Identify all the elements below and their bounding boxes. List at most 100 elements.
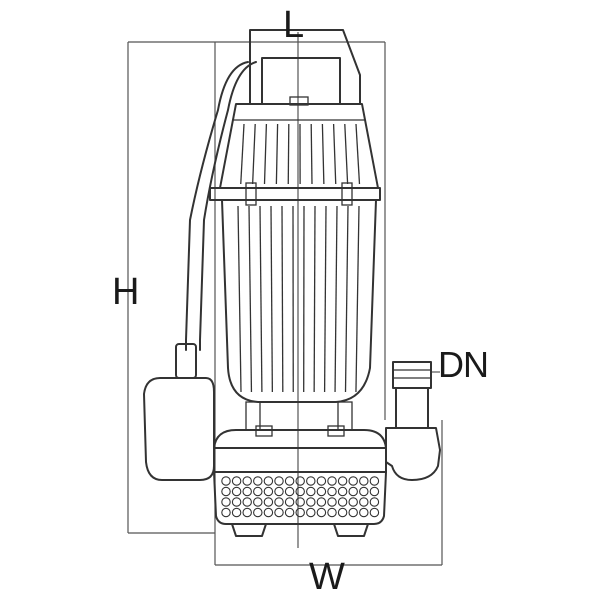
strainer-hole	[295, 507, 305, 518]
cap-fin	[275, 123, 279, 185]
strainer-hole	[253, 497, 263, 507]
power-cable-edge	[199, 61, 257, 351]
strainer-hole	[274, 486, 284, 497]
body-fin	[270, 205, 273, 393]
strainer-hole	[306, 476, 316, 486]
flange-bolt-right	[341, 182, 353, 206]
body-cooling-fins	[237, 205, 360, 393]
strainer-hole	[327, 476, 337, 486]
strainer-hole	[359, 497, 369, 507]
foot-left	[231, 523, 267, 537]
strainer-hole	[327, 497, 337, 507]
flange-band	[209, 187, 381, 201]
strainer-hole	[284, 476, 295, 486]
cap-fin	[332, 123, 337, 185]
motor-body	[221, 199, 377, 403]
housing-band	[213, 447, 387, 473]
foot-right	[333, 523, 369, 537]
strainer-hole	[253, 476, 263, 486]
cap-fin	[251, 123, 256, 185]
body-fin	[344, 205, 349, 393]
motor-cap-outline	[219, 103, 379, 189]
float-switch-assembly	[143, 61, 257, 481]
strainer-hole	[359, 486, 369, 497]
strainer-hole	[231, 507, 242, 518]
strainer-hole	[348, 507, 358, 518]
strainer-hole	[337, 486, 348, 497]
housing-bolt-right	[327, 425, 345, 437]
strainer-hole	[337, 476, 348, 486]
strainer-hole	[337, 507, 348, 518]
cap-fin	[310, 123, 313, 185]
strainer-hole	[306, 486, 316, 497]
strainer-hole	[231, 476, 242, 486]
strainer-hole	[316, 486, 327, 497]
body-fin	[248, 205, 253, 393]
width-label: W	[309, 556, 345, 598]
flange-bolt-left	[245, 182, 257, 206]
strainer-hole	[221, 476, 231, 486]
housing-bolt-left	[255, 425, 273, 437]
strainer-hole	[316, 476, 327, 486]
strainer-hole	[242, 476, 252, 486]
strainer-hole	[221, 507, 231, 518]
power-cable	[185, 61, 249, 351]
length-label: L	[283, 4, 304, 46]
strainer-hole	[306, 497, 316, 507]
strainer-hole	[274, 497, 284, 507]
strainer-hole	[274, 507, 284, 518]
cap-fin	[240, 123, 245, 185]
strainer-hole	[231, 497, 242, 507]
strainer-hole	[337, 497, 348, 507]
strainer-body	[213, 471, 387, 525]
body-fin	[281, 205, 284, 393]
strainer-hole	[327, 486, 337, 497]
strainer-hole	[348, 497, 358, 507]
strainer-hole	[369, 497, 380, 507]
strainer-hole	[221, 486, 231, 497]
cap-cooling-fins	[240, 123, 361, 185]
strainer-hole	[242, 507, 252, 518]
cap-fin	[287, 123, 290, 185]
handle	[249, 29, 361, 106]
body-fin	[259, 205, 263, 393]
strainer-hole	[284, 497, 295, 507]
strainer-hole	[295, 476, 305, 486]
body-fin	[237, 205, 242, 393]
strainer-hole	[263, 486, 274, 497]
strainer-hole	[284, 486, 295, 497]
strainer-hole	[295, 486, 305, 497]
body-fin	[323, 205, 327, 393]
discharge-outlet	[385, 361, 441, 481]
motor-cap	[219, 103, 379, 189]
strainer-hole	[348, 476, 358, 486]
strainer-hole	[253, 486, 263, 497]
strainer-hole	[231, 486, 242, 497]
strainer-holes	[221, 476, 380, 518]
strainer-hole	[221, 497, 231, 507]
body-fin	[355, 205, 360, 393]
strainer-hole	[327, 507, 337, 518]
strainer-hole	[306, 507, 316, 518]
strainer-hole	[242, 497, 252, 507]
discharge-label: DN	[438, 344, 489, 385]
base-feet	[231, 523, 369, 537]
cap-fin	[344, 123, 349, 185]
strainer-hole	[359, 507, 369, 518]
body-fin	[313, 205, 316, 393]
strainer-hole	[284, 507, 295, 518]
discharge-elbow	[385, 427, 441, 481]
cap-fin	[263, 123, 268, 185]
strainer-hole	[263, 497, 274, 507]
strainer-hole	[242, 486, 252, 497]
discharge-connector	[392, 361, 432, 389]
cap-fin	[355, 123, 361, 185]
strainer-hole	[263, 507, 274, 518]
strainer-hole	[369, 507, 380, 518]
strainer-hole	[295, 497, 305, 507]
strainer-hole	[348, 486, 358, 497]
strainer-hole	[316, 507, 327, 518]
pump-housing	[213, 425, 387, 473]
strainer-hole	[359, 476, 369, 486]
